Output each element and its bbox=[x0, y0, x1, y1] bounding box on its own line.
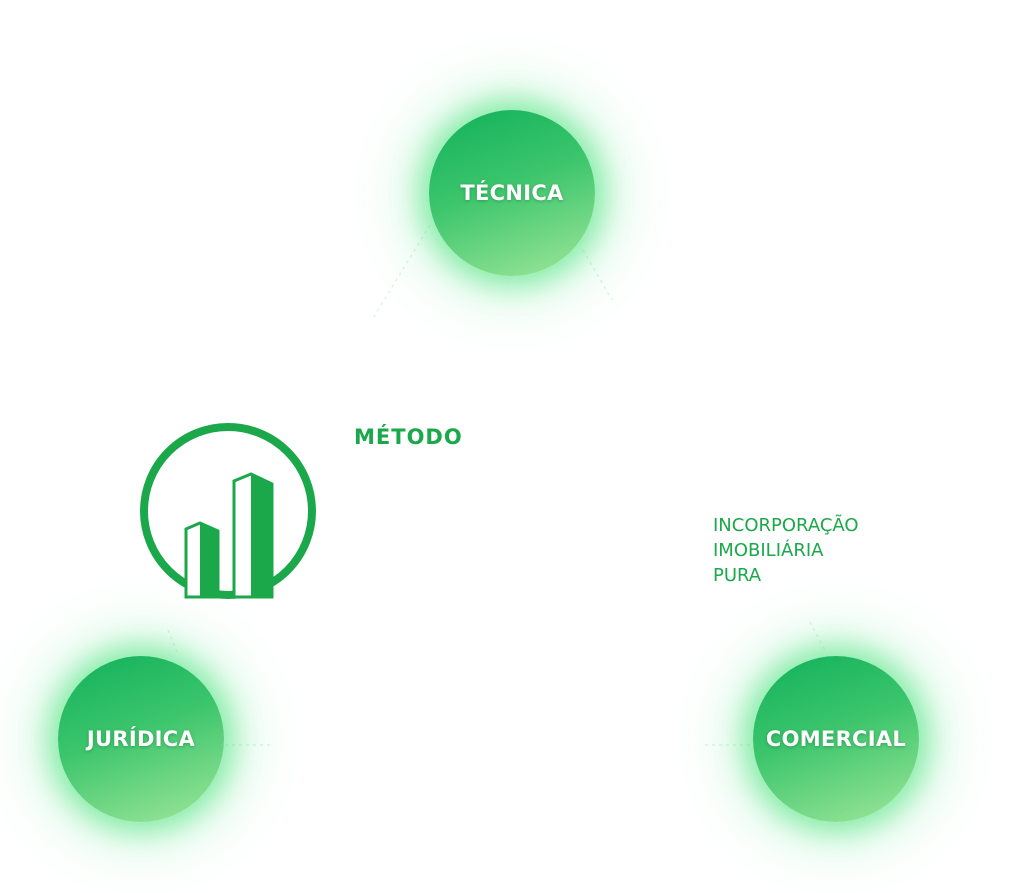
node-tecnica-label: TÉCNICA bbox=[460, 181, 564, 205]
side-label-line: PURA bbox=[713, 565, 762, 586]
node-comercial-label: COMERCIAL bbox=[765, 727, 907, 751]
side-label-line: INCORPORAÇÃO bbox=[713, 515, 859, 536]
node-juridica-label: JURÍDICA bbox=[86, 727, 196, 751]
node-comercial: COMERCIAL bbox=[753, 656, 919, 822]
node-tecnica: TÉCNICA bbox=[429, 110, 595, 276]
node-juridica: JURÍDICA bbox=[58, 656, 224, 822]
center-label: MÉTODO bbox=[354, 425, 463, 449]
side-label-line: IMOBILIÁRIA bbox=[713, 540, 824, 561]
building-chart-icon bbox=[140, 423, 316, 599]
side-label: INCORPORAÇÃO IMOBILIÁRIA PURA bbox=[713, 513, 933, 588]
